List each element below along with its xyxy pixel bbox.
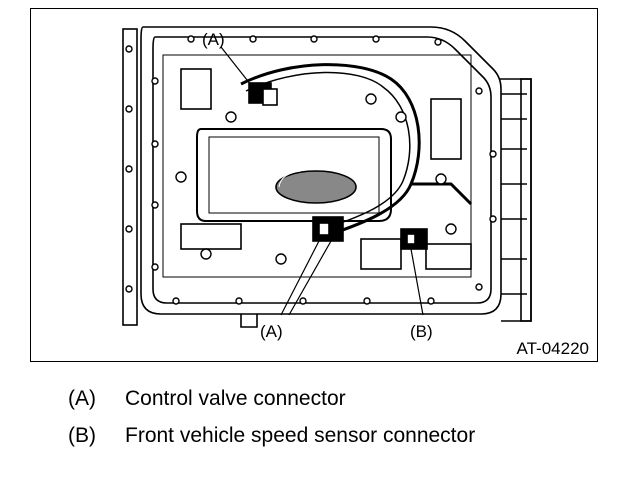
valve-body-illustration <box>122 26 532 328</box>
callout-a-top: (A) <box>202 30 225 49</box>
callout-a-bottom: (A) <box>260 322 283 341</box>
legend-text: Control valve connector <box>125 387 346 410</box>
callout-b-bottom: (B) <box>410 322 433 341</box>
figure-id-label: AT-04220 <box>516 339 589 358</box>
legend-key: (A) <box>68 387 96 410</box>
diagram-frame: (A) (A) (B) AT-04220 <box>30 8 598 362</box>
legend-key: (B) <box>68 424 96 447</box>
legend-text: Front vehicle speed sensor connector <box>125 424 476 447</box>
